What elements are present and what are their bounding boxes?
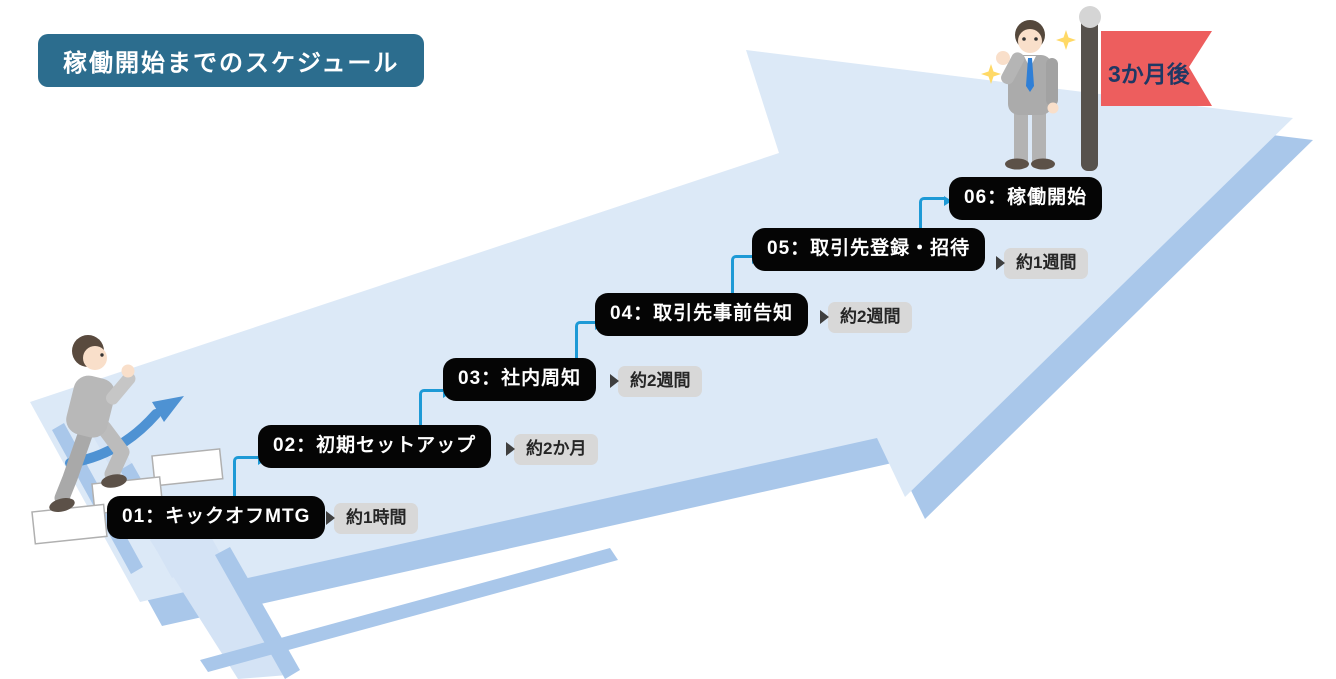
step-duration-03: 約2週間: [609, 366, 703, 397]
climbing-person-icon: [49, 335, 136, 513]
page-title: 稼働開始までのスケジュール: [38, 34, 425, 87]
connector-step1-step2: [233, 455, 266, 499]
sparkle-icon: [981, 30, 1076, 84]
step-pill-03: 03：社内周知: [443, 358, 597, 401]
connector-step3-step4: [575, 320, 603, 361]
connector-step4-step5: [731, 254, 760, 296]
step-pill-02: 02：初期セットアップ: [258, 425, 492, 468]
connector-step5-step6: [919, 196, 952, 231]
goal-flag-label: 3か月後: [1108, 61, 1190, 87]
flag-icon: [1101, 31, 1212, 106]
step-pill-01: 01：キックオフMTG: [107, 496, 326, 539]
step-duration-01: 約1時間: [325, 503, 419, 534]
step-pill-05: 05：取引先登録・招待: [752, 228, 986, 271]
step-pill-04: 04：取引先事前告知: [595, 293, 809, 336]
step-pill-06: 06：稼働開始: [949, 177, 1103, 220]
connector-step2-step3: [419, 388, 451, 428]
goal-person-icon: [981, 20, 1076, 170]
step-duration-02: 約2か月: [505, 434, 599, 465]
step-duration-05: 約1週間: [995, 248, 1089, 279]
flag-pole-icon: [1079, 6, 1101, 171]
step-duration-04: 約2週間: [819, 302, 913, 333]
